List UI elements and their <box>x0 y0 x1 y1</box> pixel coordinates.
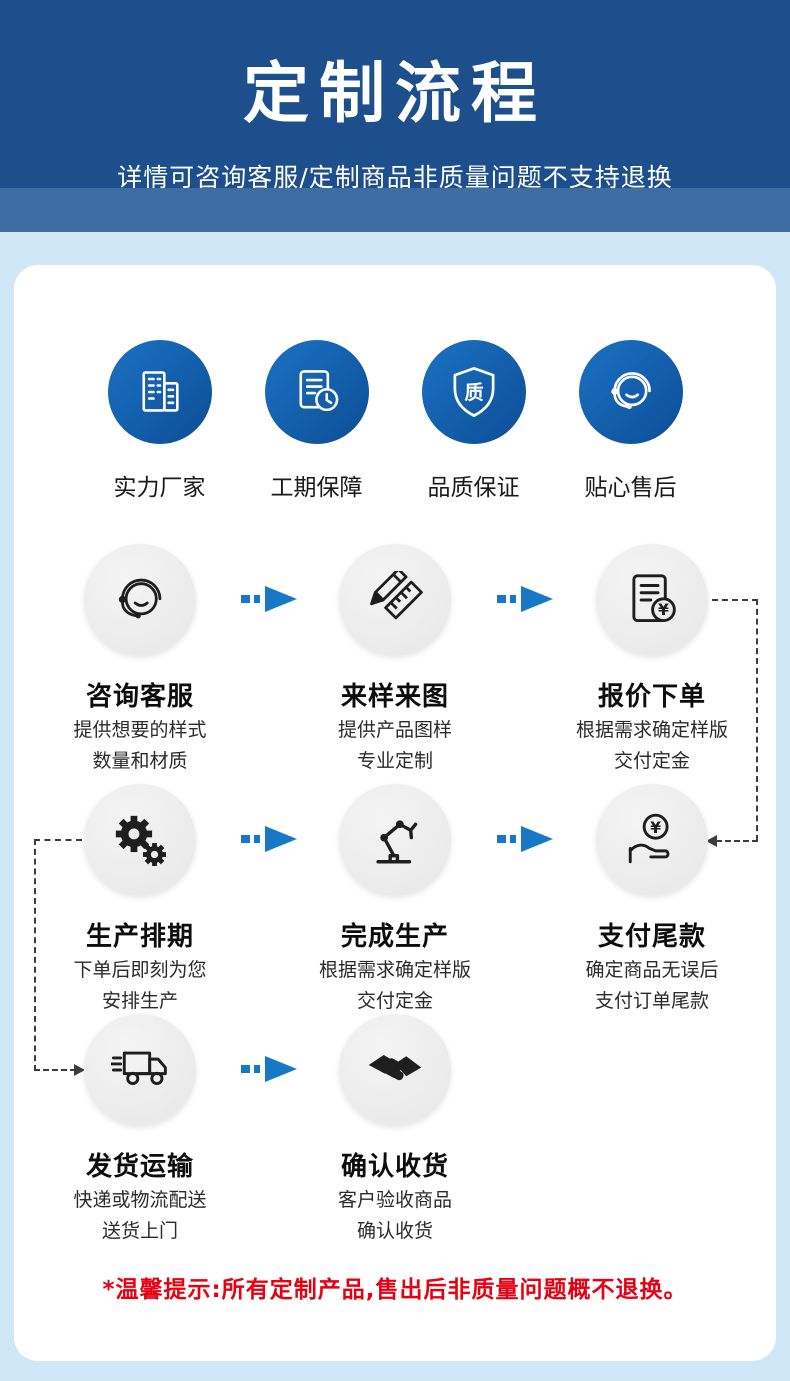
step-title: 确认收货 <box>340 1152 449 1182</box>
header: 定制流程 详情可咨询客服/定制商品非质量问题不支持退换 <box>0 0 790 192</box>
headset-icon <box>610 372 651 410</box>
step-description: 下单后即刻为您 <box>73 959 207 981</box>
page-subtitle: 详情可咨询客服/定制商品非质量问题不支持退换 <box>117 163 673 192</box>
step-circle <box>84 544 196 656</box>
pencil-ruler-icon <box>370 571 423 620</box>
shield-character: 质 <box>464 381 483 404</box>
step-description: 专业定制 <box>356 749 433 772</box>
step-description: 支付订单尾款 <box>594 989 709 1012</box>
step-description: 确定商品无误后 <box>585 959 719 981</box>
step-title: 完成生产 <box>340 922 449 952</box>
step-circle <box>84 1014 196 1126</box>
step-title: 来样来图 <box>340 682 449 712</box>
document-clock-icon <box>298 370 338 412</box>
quote-document-icon: ¥ <box>632 574 676 622</box>
process-card: 实力厂家 工期保障 <box>14 265 776 1361</box>
step-pay-balance: ¥ 支付尾款 确定商品无误后 支付订单尾款 <box>527 784 777 1014</box>
feature-circle <box>107 340 212 444</box>
step-circle: ¥ <box>596 784 708 896</box>
arrow-right-icon <box>240 825 298 853</box>
step-description: 交付定金 <box>613 749 690 772</box>
connector-line <box>34 839 36 1071</box>
factory-icon <box>141 371 179 412</box>
truck-icon <box>111 1051 167 1085</box>
page-title: 定制流程 <box>243 55 547 132</box>
step-sample-drawing: 来样来图 提供产品图样 专业定制 <box>270 544 520 774</box>
step-description: 数量和材质 <box>92 749 188 772</box>
arrow-right-icon <box>240 1055 298 1083</box>
step-description: 根据需求确定样版 <box>575 719 728 741</box>
step-confirm-receipt: 确认收货 客户验收商品 确认收货 <box>270 1014 520 1244</box>
step-description: 提供产品图样 <box>337 719 452 741</box>
feature-label: 贴心售后 <box>584 475 677 501</box>
yen-symbol: ¥ <box>658 600 669 619</box>
feature-aftersale: 贴心售后 <box>578 340 683 502</box>
step-circle <box>339 784 451 896</box>
step-description: 客户验收商品 <box>337 1189 452 1211</box>
step-title: 支付尾款 <box>597 922 706 952</box>
hand-coin-icon: ¥ <box>628 813 670 864</box>
step-description: 送货上门 <box>101 1219 178 1242</box>
handshake-icon <box>368 1055 422 1081</box>
step-description: 根据需求确定样版 <box>318 959 471 981</box>
feature-circle: 质 <box>421 340 526 444</box>
connector-line <box>34 1069 76 1071</box>
gears-icon <box>115 815 166 866</box>
step-circle <box>339 544 451 656</box>
connector-line <box>716 840 758 842</box>
step-consult-service: 咨询客服 提供想要的样式 数量和材质 <box>15 544 265 774</box>
feature-label: 品质保证 <box>427 475 520 501</box>
feature-factory: 实力厂家 <box>107 340 212 502</box>
step-title: 生产排期 <box>85 922 194 952</box>
step-description: 安排生产 <box>101 989 178 1012</box>
step-circle <box>339 1014 451 1126</box>
feature-row: 实力厂家 工期保障 <box>14 340 776 502</box>
step-title: 咨询客服 <box>85 682 194 712</box>
connector-line <box>34 839 82 841</box>
step-production-schedule: 生产排期 下单后即刻为您 安排生产 <box>15 784 265 1014</box>
step-circle <box>84 784 196 896</box>
step-circle: ¥ <box>596 544 708 656</box>
feature-quality: 质 品质保证 <box>421 340 526 502</box>
feature-circle <box>264 340 369 444</box>
arrow-right-icon <box>240 585 298 613</box>
step-title: 发货运输 <box>85 1152 194 1182</box>
arrow-right-icon <box>496 585 554 613</box>
connector-line <box>712 599 758 601</box>
feature-schedule: 工期保障 <box>264 340 369 502</box>
step-description: 交付定金 <box>356 989 433 1012</box>
yen-symbol: ¥ <box>650 818 661 837</box>
step-description: 提供想要的样式 <box>73 719 207 741</box>
step-finish-production: 完成生产 根据需求确定样版 交付定金 <box>270 784 520 1014</box>
header-band <box>0 188 790 232</box>
connector-arrowhead-icon <box>706 835 717 847</box>
step-shipping: 发货运输 快递或物流配送 送货上门 <box>15 1014 265 1244</box>
headset-icon <box>118 578 162 619</box>
quality-shield-icon: 质 <box>453 367 494 417</box>
arrow-right-icon <box>496 825 554 853</box>
robot-arm-icon <box>376 820 418 864</box>
connector-arrowhead-icon <box>74 1064 85 1076</box>
feature-label: 工期保障 <box>270 475 363 501</box>
step-title: 报价下单 <box>597 682 706 712</box>
notice-text: *温馨提示:所有定制产品,售出后非质量问题概不退换。 <box>102 1277 688 1303</box>
step-quote-order: ¥ 报价下单 根据需求确定样版 交付定金 <box>527 544 777 774</box>
connector-line <box>756 599 758 841</box>
step-description: 快递或物流配送 <box>73 1189 207 1211</box>
feature-label: 实力厂家 <box>113 475 206 501</box>
step-description: 确认收货 <box>356 1219 433 1242</box>
feature-circle <box>578 340 683 444</box>
